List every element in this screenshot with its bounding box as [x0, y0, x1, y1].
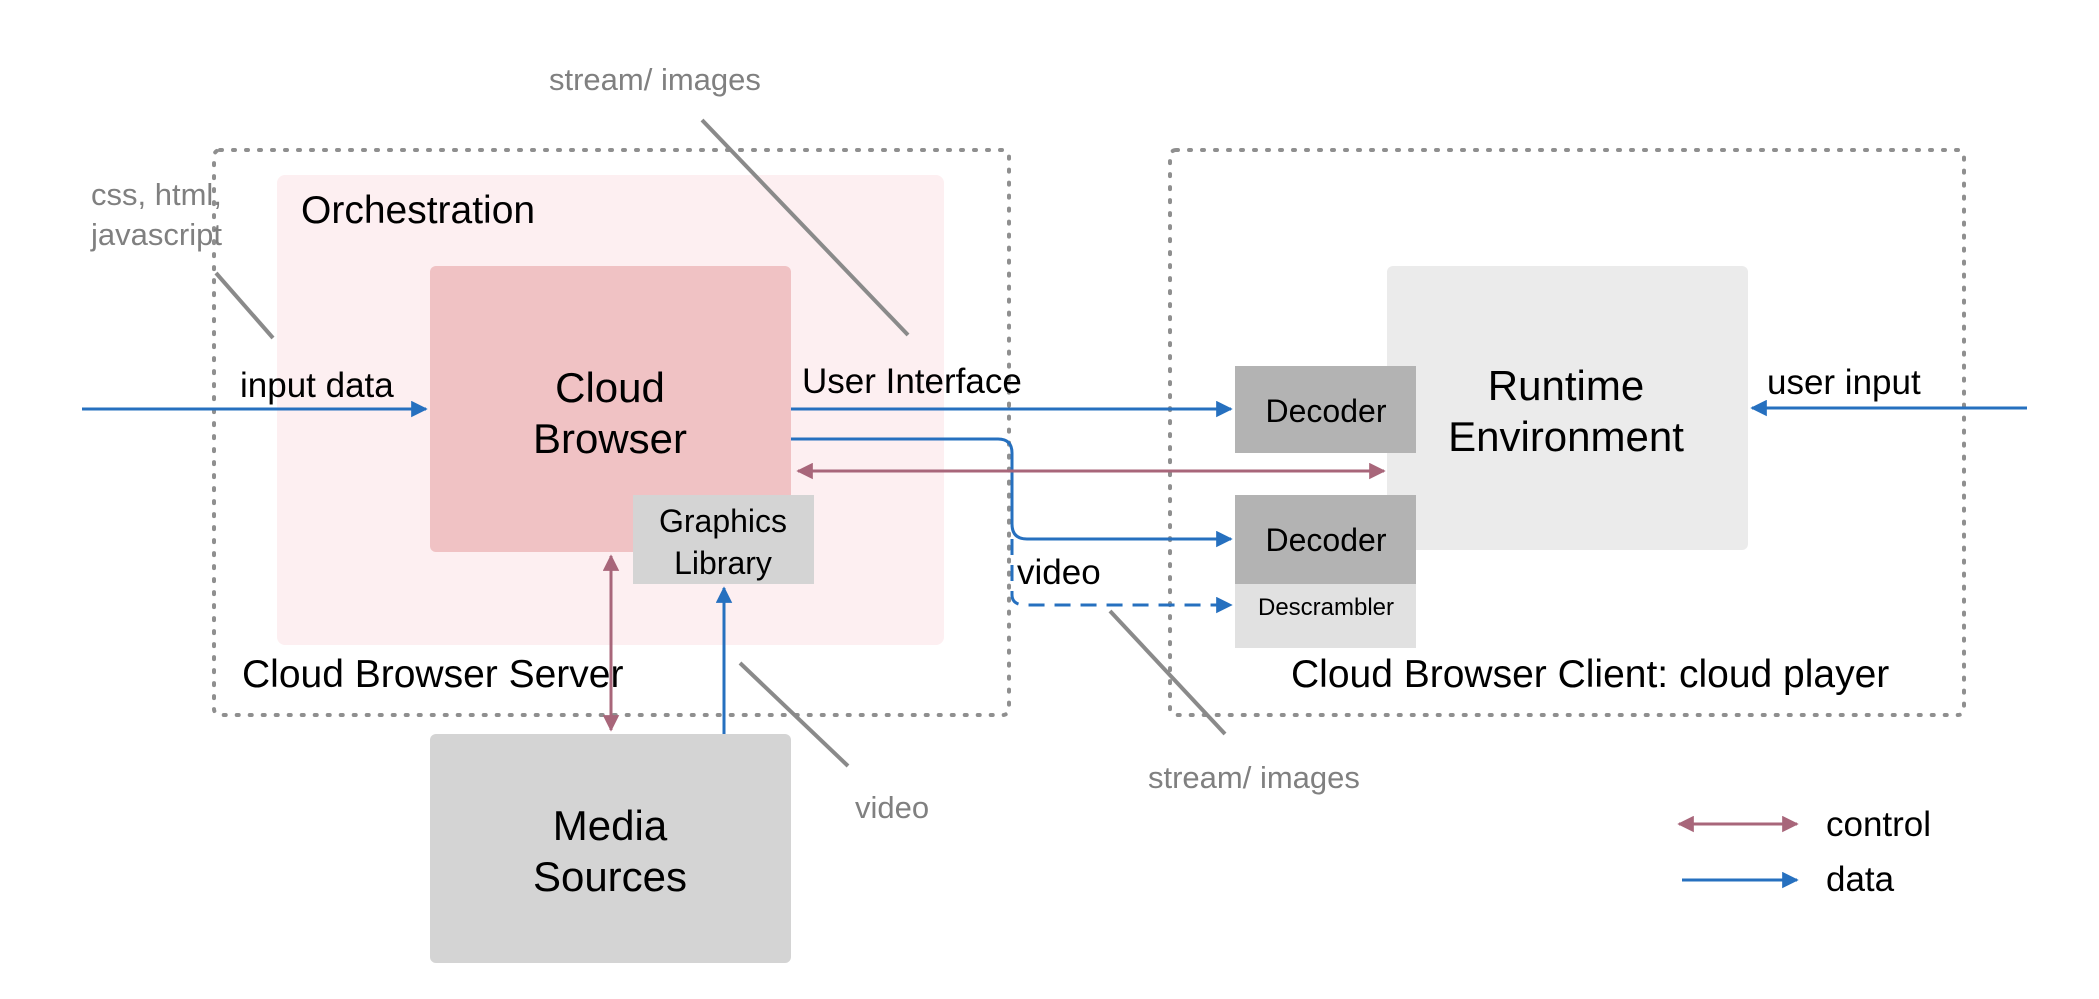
input-data-label: input data	[240, 366, 394, 405]
cloud-browser-box[interactable]	[430, 266, 791, 552]
cloud-browser-label-2: Browser	[533, 415, 687, 462]
video-label: video	[1017, 553, 1101, 592]
graphics-library-label-1: Graphics	[659, 503, 787, 539]
server-group-label: Cloud Browser Server	[242, 653, 623, 696]
user-interface-label: User Interface	[802, 362, 1022, 401]
annotation-css-html-2: javascript	[90, 217, 222, 252]
annotation-css-html-1: css, html,	[91, 177, 222, 212]
media-sources-label-2: Sources	[533, 853, 687, 900]
annotation-video: video	[855, 790, 929, 825]
decoder-video-label: Decoder	[1266, 522, 1387, 558]
annotation-stream-images-bottom: stream/ images	[1148, 760, 1360, 795]
client-group-box	[1168, 148, 1966, 717]
annotation-leader-stream-top	[700, 118, 910, 337]
runtime-environment-label-2: Environment	[1448, 413, 1684, 460]
annotation-stream-images-top: stream/ images	[549, 62, 761, 97]
runtime-environment-label-1: Runtime	[1488, 362, 1644, 409]
runtime-environment-box[interactable]	[1387, 266, 1748, 550]
decoder-video-box[interactable]	[1235, 495, 1416, 584]
decoder-ui-label: Decoder	[1266, 393, 1387, 429]
legend-control-label: control	[1826, 805, 1931, 844]
descrambler-label: Descrambler	[1258, 594, 1394, 621]
annotation-leader-video	[738, 661, 850, 768]
video-scrambled-arrow[interactable]	[1010, 539, 1233, 614]
client-group-label: Cloud Browser Client: cloud player	[1291, 653, 1889, 696]
user-input-label: user input	[1767, 363, 1921, 402]
legend: control data	[1677, 805, 1931, 899]
annotation-leader-css	[214, 271, 275, 340]
media-sources-label-1: Media	[553, 802, 668, 849]
video-arrow[interactable]	[791, 437, 1233, 548]
cloud-browser-label-1: Cloud	[555, 364, 665, 411]
decoder-ui-box[interactable]	[1235, 366, 1416, 453]
orchestration-label: Orchestration	[301, 189, 535, 232]
legend-data-label: data	[1826, 860, 1895, 899]
graphics-library-box[interactable]	[633, 495, 814, 584]
annotation-leader-stream-bottom	[1108, 609, 1227, 736]
descrambler-box[interactable]	[1235, 584, 1416, 648]
media-sources-box[interactable]	[430, 734, 791, 963]
graphics-library-label-2: Library	[674, 545, 772, 581]
